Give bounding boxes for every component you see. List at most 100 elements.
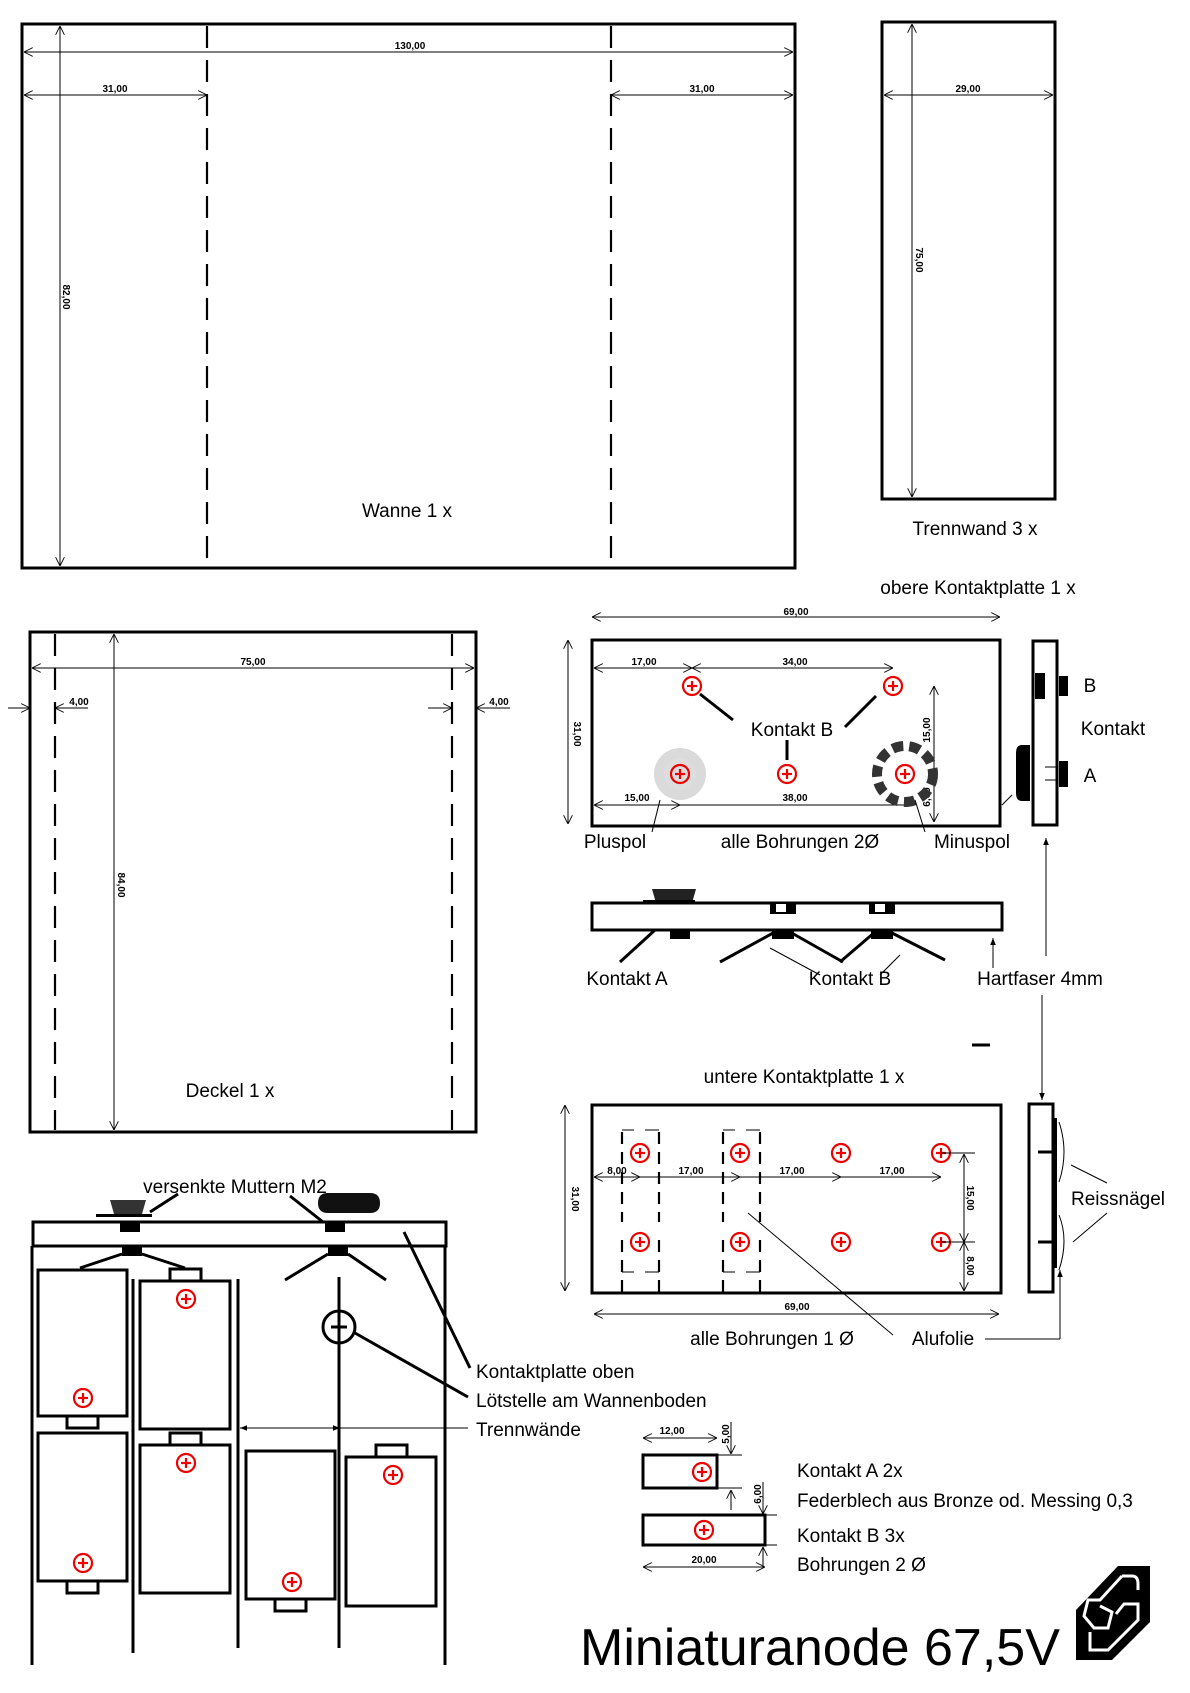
obere-kontaktplatte: obere Kontaktplatte 1 x 69,00 17,00 34,0… bbox=[568, 578, 1146, 853]
cross-section-plate bbox=[590, 901, 1004, 932]
muttern-label: versenkte Muttern M2 bbox=[143, 1177, 327, 1198]
untere-kontaktplatte: untere Kontaktplatte 1 x 8,00 17,00 17,0… bbox=[565, 1067, 1165, 1350]
battery bbox=[36, 1268, 129, 1430]
dim-label: 15,00 bbox=[964, 1185, 975, 1210]
kontakt-a-label: Kontakt A bbox=[586, 969, 668, 990]
pluspol-knob-icon bbox=[652, 889, 696, 903]
dim-label: 34,00 bbox=[782, 657, 807, 668]
deckel-part: 75,00 4,00 4,00 84,00 Deckel 1 x bbox=[8, 630, 510, 1134]
dim-label: 12,00 bbox=[659, 1426, 684, 1437]
plate-outline bbox=[590, 638, 1002, 828]
part-label: Trennwand 3 x bbox=[913, 519, 1038, 540]
minuspol-knob-icon bbox=[318, 1193, 380, 1213]
trennwand-part: 29,00 75,00 Trennwand 3 x bbox=[880, 20, 1057, 540]
dim-label: 31,00 bbox=[571, 721, 582, 746]
pluspol-knob-icon bbox=[110, 1200, 146, 1214]
kontakt-parts: 12,00 20,00 5,00 6,00 Kontakt A 2x Feder… bbox=[641, 1422, 1133, 1576]
dim-label: 8,00 bbox=[964, 1256, 975, 1276]
trennwaende-label: Trennwände bbox=[476, 1420, 581, 1441]
dim-label: 17,00 bbox=[631, 657, 656, 668]
bohrungen-spec: Bohrungen 2 Ø bbox=[797, 1555, 926, 1576]
side-label-b: B bbox=[1084, 676, 1097, 697]
dim-label: 15,00 bbox=[624, 793, 649, 804]
drill-hole-icon bbox=[693, 1519, 715, 1541]
dim-label: 17,00 bbox=[879, 1166, 904, 1177]
dim-label: 31,00 bbox=[102, 84, 127, 95]
drawing-title: Miniaturanode 67,5V bbox=[580, 1619, 1060, 1677]
kontakt-b-label: Kontakt B bbox=[809, 969, 891, 990]
dim-label: 6,00 bbox=[753, 1484, 764, 1504]
plus-pole-icon bbox=[382, 1464, 404, 1486]
plus-pole-icon bbox=[72, 1387, 94, 1409]
dim-label: 69,00 bbox=[783, 607, 808, 618]
dim-label: 4,00 bbox=[69, 697, 89, 708]
dim-label: 82,00 bbox=[60, 284, 71, 309]
minuspol-label: Minuspol bbox=[934, 832, 1010, 853]
part-label: Wanne 1 x bbox=[362, 501, 453, 522]
plus-pole-icon bbox=[175, 1288, 197, 1310]
part-label: Deckel 1 x bbox=[186, 1081, 275, 1102]
assembly-view: versenkte Muttern M2 bbox=[30, 1177, 707, 1665]
drill-hole-icon bbox=[830, 1231, 852, 1253]
dim-label: 8,00 bbox=[607, 1166, 627, 1177]
bohrungen-label: alle Bohrungen 1 Ø bbox=[690, 1329, 854, 1350]
side-label-a: A bbox=[1084, 766, 1097, 787]
battery bbox=[138, 1267, 232, 1431]
querschnitt-view: Kontakt A Kontakt B Hartfaser 4mm bbox=[586, 838, 1103, 1100]
wanne-part: 130,00 31,00 31,00 82,00 Wanne 1 x bbox=[20, 22, 797, 570]
dim-label: 31,00 bbox=[569, 1186, 580, 1211]
part-label: untere Kontaktplatte 1 x bbox=[704, 1067, 905, 1088]
loetstelle-icon bbox=[321, 1309, 357, 1345]
leader-line bbox=[914, 799, 926, 833]
wanne-outline bbox=[20, 22, 797, 570]
loetstelle-label: Lötstelle am Wannenboden bbox=[476, 1391, 707, 1412]
pluspol-label: Pluspol bbox=[584, 832, 646, 853]
dim-label: 17,00 bbox=[678, 1166, 703, 1177]
drill-hole-icon bbox=[729, 1142, 751, 1164]
kontakt-a-spec: Kontakt A 2x bbox=[797, 1461, 903, 1482]
battery bbox=[244, 1449, 337, 1613]
dim-label: 15,00 bbox=[922, 717, 933, 742]
dim-label: 75,00 bbox=[913, 247, 924, 272]
drill-hole-icon bbox=[629, 1231, 651, 1253]
drill-hole-icon bbox=[830, 1142, 852, 1164]
alufolie-label: Alufolie bbox=[912, 1329, 974, 1350]
material-label: Hartfaser 4mm bbox=[977, 969, 1103, 990]
plate-outline bbox=[590, 1103, 1003, 1295]
kontakt-b-label: Kontakt B bbox=[751, 720, 833, 741]
dim-label: 84,00 bbox=[115, 872, 126, 897]
dim-label: 20,00 bbox=[691, 1555, 716, 1566]
battery bbox=[344, 1443, 438, 1608]
drill-hole-icon bbox=[681, 675, 703, 697]
dim-label: 130,00 bbox=[395, 41, 426, 52]
dim-label: 5,00 bbox=[721, 1424, 732, 1444]
leader-line bbox=[651, 799, 661, 833]
obere-platte-side-view: B Kontakt A bbox=[1001, 639, 1146, 827]
battery bbox=[36, 1431, 129, 1595]
kontakt-b-spec: Kontakt B 3x bbox=[797, 1526, 905, 1547]
drill-hole-icon bbox=[729, 1231, 751, 1253]
gs-monogram-logo-icon bbox=[1076, 1566, 1150, 1660]
dim-label: 31,00 bbox=[689, 84, 714, 95]
part-label: obere Kontaktplatte 1 x bbox=[880, 578, 1076, 599]
leader-line bbox=[699, 692, 734, 722]
dim-label: 17,00 bbox=[779, 1166, 804, 1177]
plus-pole-icon bbox=[281, 1571, 303, 1593]
assembly-top-plate bbox=[31, 1220, 448, 1248]
dim-label: 29,00 bbox=[955, 84, 980, 95]
dim-label: 4,00 bbox=[489, 697, 509, 708]
drill-hole-icon bbox=[882, 675, 904, 697]
deckel-outline bbox=[28, 630, 478, 1134]
kontaktplatte-label: Kontaktplatte oben bbox=[476, 1362, 634, 1383]
dim-label: 69,00 bbox=[784, 1302, 809, 1313]
leader-line bbox=[843, 694, 878, 729]
trennwand-outline bbox=[880, 20, 1057, 501]
kontakt-a-outline bbox=[641, 1453, 719, 1490]
battery bbox=[138, 1431, 232, 1595]
drill-hole-icon bbox=[776, 763, 798, 785]
dim-label: 75,00 bbox=[240, 657, 265, 668]
dim-label: 38,00 bbox=[782, 793, 807, 804]
kontakt-b-outline bbox=[641, 1513, 767, 1547]
bohrungen-label: alle Bohrungen 2Ø bbox=[721, 832, 880, 853]
drill-hole-icon bbox=[629, 1142, 651, 1164]
